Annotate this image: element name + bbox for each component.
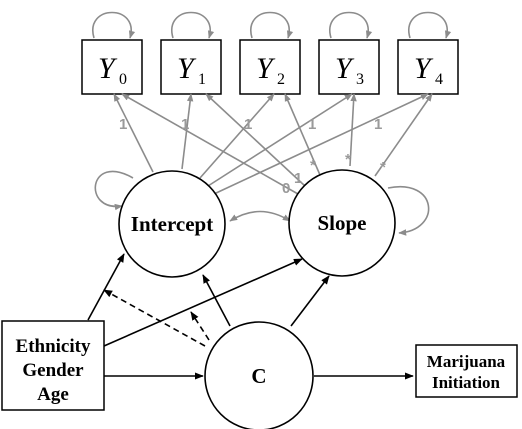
observed-box-y3: Y 3 [318, 39, 380, 95]
slope-label: Slope [317, 211, 366, 235]
structural-paths [87, 253, 414, 380]
outcome-box: Marijuana Initiation [415, 344, 518, 398]
class-node: C [204, 321, 314, 429]
y1-label: Y [177, 52, 197, 85]
dashed-moderation-paths [103, 289, 210, 347]
covariate-age: Age [37, 384, 69, 405]
y0-label: Y [98, 52, 118, 85]
y1-subscript: 1 [198, 71, 206, 88]
observed-box-y0: Y 0 [81, 39, 143, 95]
y3-subscript: 3 [356, 71, 364, 88]
y0-subscript: 0 [119, 71, 127, 88]
slope-loading-1: 0 [282, 180, 290, 197]
covariate-gender: Gender [22, 360, 84, 381]
class-label: C [251, 364, 266, 388]
slope-loadings [121, 93, 433, 195]
residual-loops [92, 11, 452, 39]
intercept-loading-labels: 1 1 1 1 1 [119, 116, 382, 133]
slope-loading-labels: 0 1 * * * [282, 151, 386, 197]
intercept-loading-5: 1 [374, 116, 382, 133]
intercept-loading-2: 1 [181, 116, 189, 133]
covariate-ethnicity: Ethnicity [16, 336, 91, 357]
slope-loading-3: * [310, 157, 316, 174]
covariates-box: Ethnicity Gender Age [1, 320, 105, 411]
intercept-loading-4: 1 [308, 116, 316, 133]
intercept-node: Intercept [118, 170, 226, 278]
intercept-label: Intercept [131, 212, 213, 236]
observed-box-y2: Y 2 [239, 39, 301, 95]
slope-loading-4: * [345, 151, 351, 168]
intercept-loadings [113, 93, 429, 195]
observed-box-y1: Y 1 [160, 39, 222, 95]
slope-loading-2: 1 [294, 170, 302, 187]
outcome-line-2: Initiation [432, 373, 501, 392]
y2-subscript: 2 [277, 71, 285, 88]
slope-node: Slope [288, 169, 396, 277]
y4-subscript: 4 [435, 71, 443, 88]
intercept-loading-3: 1 [244, 116, 252, 133]
intercept-loading-1: 1 [119, 116, 127, 133]
latent-variance-loops [94, 170, 430, 236]
y4-label: Y [414, 52, 434, 85]
outcome-line-1: Marijuana [427, 352, 506, 371]
observed-box-y4: Y 4 [397, 39, 459, 95]
slope-loading-5: * [380, 159, 386, 176]
y3-label: Y [335, 52, 355, 85]
y2-label: Y [256, 52, 276, 85]
intercept-slope-covariance [229, 210, 291, 222]
